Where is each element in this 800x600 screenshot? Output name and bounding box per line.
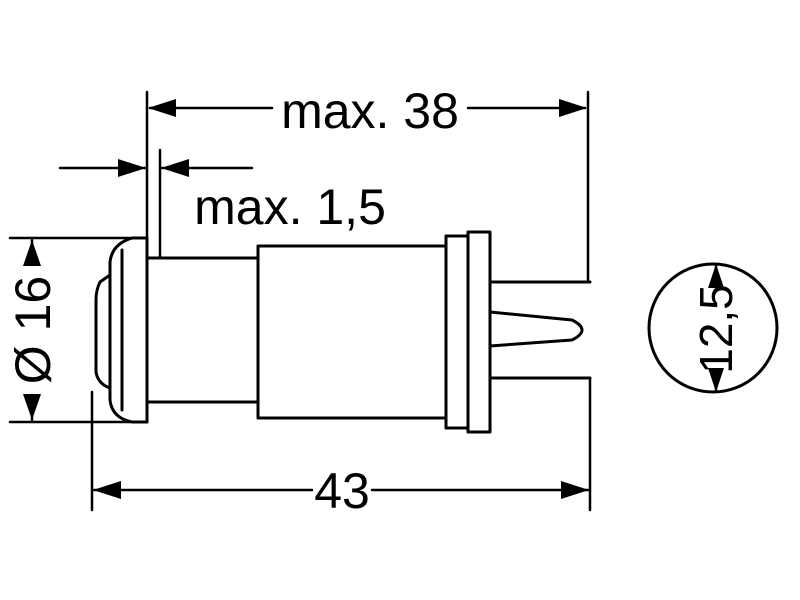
arrow-right xyxy=(561,481,589,499)
arrow-down xyxy=(23,394,41,420)
dimension-43: 43 xyxy=(92,463,590,519)
arrow-down xyxy=(708,368,724,392)
label-43: 43 xyxy=(314,463,370,519)
extension-lines xyxy=(8,90,592,512)
arrow-left xyxy=(93,481,121,499)
label-diameter-16: Ø 16 xyxy=(5,276,61,384)
rear-cap xyxy=(466,230,492,434)
dimension-diameter-16: Ø 16 xyxy=(5,238,61,422)
arrow-left xyxy=(148,99,176,117)
front-bezel xyxy=(108,236,149,424)
mounting-hole-detail: 12,5 xyxy=(647,262,779,394)
lens-dome xyxy=(94,273,112,390)
arrow-up xyxy=(23,240,41,266)
arrow-up xyxy=(708,264,724,288)
mounting-hole-circle xyxy=(647,262,779,394)
main-housing xyxy=(256,244,448,420)
label-max-1-5: max. 1,5 xyxy=(194,179,386,235)
arrow-in-left xyxy=(118,159,146,177)
component-outline xyxy=(94,230,592,434)
terminal-center xyxy=(488,310,584,348)
label-12-5: 12,5 xyxy=(690,284,742,374)
arrow-right xyxy=(559,99,587,117)
dimension-max-38: max. 38 xyxy=(148,83,587,139)
label-max-38: max. 38 xyxy=(281,83,459,139)
arrow-in-right xyxy=(161,159,189,177)
rear-flange xyxy=(444,234,470,430)
dimension-max-1-5: max. 1,5 xyxy=(58,159,386,235)
